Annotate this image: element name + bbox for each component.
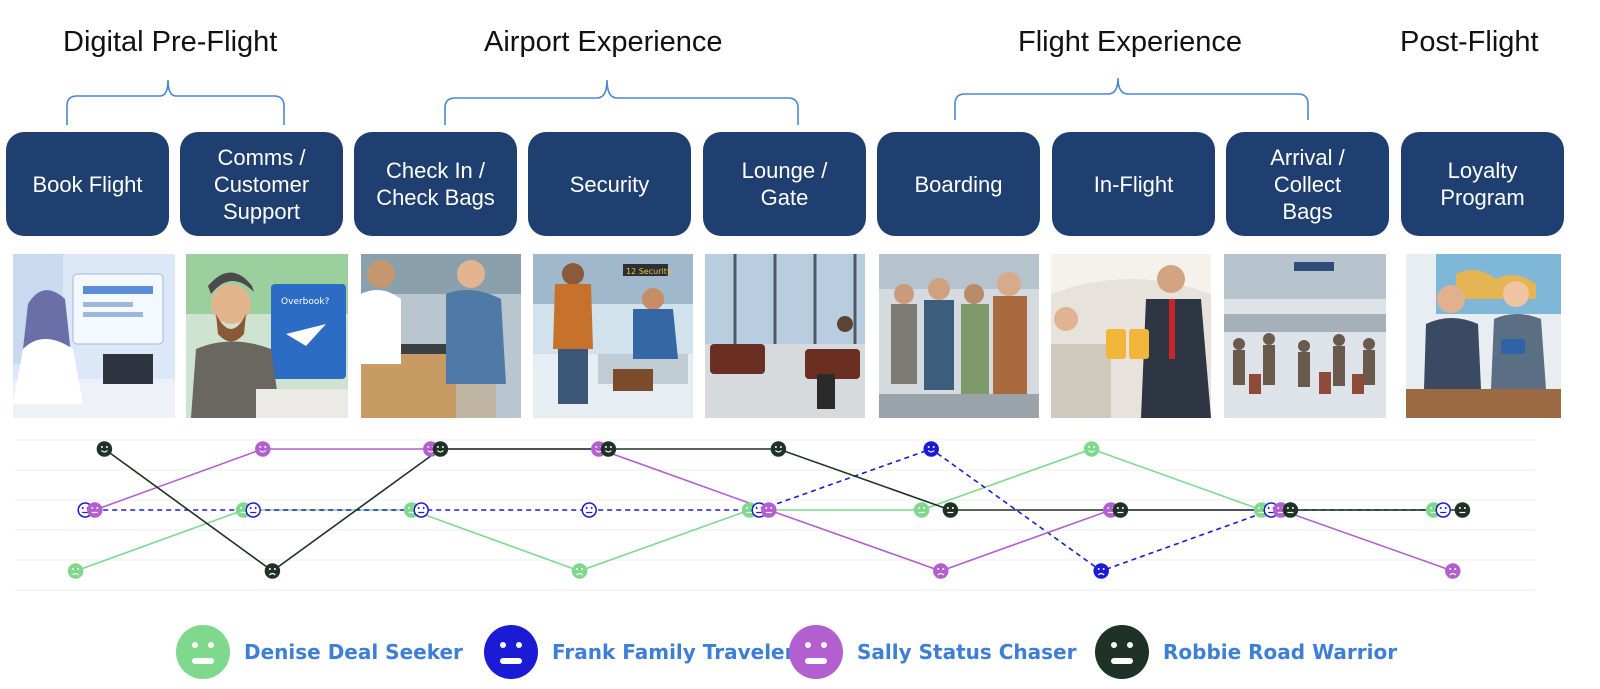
sentiment-marker-neutral-icon: [1454, 502, 1471, 518]
face-icon: [789, 625, 843, 679]
sentiment-marker-neutral-icon: [245, 502, 261, 518]
stage-book-flight: Book Flight: [6, 132, 169, 236]
legend-item-sally: Sally Status Chaser: [789, 625, 1076, 679]
stage-arrival-collect-bags: Arrival / Collect Bags: [1226, 132, 1389, 236]
sentiment-marker-neutral-icon: [1282, 502, 1299, 518]
sentiment-marker-happy-icon: [600, 441, 617, 457]
sentiment-marker-neutral-icon: [87, 502, 103, 518]
phase-title-post-flight: Post-Flight: [1400, 26, 1539, 58]
illustration-book-flight: [13, 254, 175, 418]
sentiment-marker-sad-icon: [933, 563, 949, 579]
legend-label: Frank Family Traveler: [552, 640, 795, 664]
illustration-check-in-check-bags: [361, 254, 521, 418]
legend-label: Sally Status Chaser: [857, 640, 1077, 664]
face-icon: [176, 625, 230, 679]
sentiment-marker-happy-icon: [255, 441, 271, 457]
legend-label: Robbie Road Warrior: [1163, 640, 1398, 664]
illustration-boarding: [879, 254, 1039, 418]
illustration-security: 12 Security: [533, 254, 693, 418]
checkin-sign-text: Overbook?: [281, 297, 330, 307]
sentiment-journey-chart: [15, 439, 1535, 591]
illustration-loyalty-program: [1406, 254, 1561, 418]
phase-title-flight-experience: Flight Experience: [1018, 26, 1243, 58]
bracket-digital-pre-flight: [66, 79, 285, 125]
stage-comms-customer-support: Comms / Customer Support: [180, 132, 343, 236]
stage-in-flight: In-Flight: [1052, 132, 1215, 236]
illustration-arrival-collect-bags: [1224, 254, 1386, 418]
phase-brackets: [66, 77, 1309, 125]
sentiment-marker-sad-icon: [67, 563, 84, 579]
chart-markers: [67, 441, 1471, 579]
chart-grid: [15, 439, 1535, 591]
security-sign-text: 12 Security: [626, 267, 672, 276]
sentiment-marker-sad-icon: [1445, 563, 1461, 579]
illustration-comms-customer-support: Overbook?: [186, 254, 348, 418]
stage-loyalty-program: Loyalty Program: [1401, 132, 1564, 236]
stage-boarding: Boarding: [877, 132, 1040, 236]
sentiment-marker-neutral-icon: [942, 502, 959, 518]
bracket-flight-experience: [954, 77, 1309, 120]
phase-title-airport-experience: Airport Experience: [484, 26, 723, 58]
sentiment-marker-happy-icon: [96, 441, 113, 457]
stage-lounge-gate: Lounge / Gate: [703, 132, 866, 236]
legend-item-frank: Frank Family Traveler: [484, 625, 794, 679]
illustration-in-flight: [1051, 254, 1211, 418]
sentiment-marker-neutral-icon: [1112, 502, 1129, 518]
sentiment-marker-neutral-icon: [761, 502, 777, 518]
bracket-airport-experience: [444, 79, 799, 125]
legend-item-denise: Denise Deal Seeker: [176, 625, 463, 679]
sentiment-marker-happy-icon: [770, 441, 787, 457]
face-icon: [484, 625, 538, 679]
sentiment-marker-happy-icon: [923, 441, 939, 457]
sentiment-marker-neutral-icon: [413, 502, 429, 518]
stage-check-in-check-bags: Check In / Check Bags: [354, 132, 517, 236]
phase-title-digital-pre-flight: Digital Pre-Flight: [63, 26, 278, 58]
sentiment-marker-sad-icon: [571, 563, 588, 579]
face-icon: [1095, 625, 1149, 679]
sentiment-marker-neutral-icon: [581, 502, 597, 518]
legend-item-robbie: Robbie Road Warrior: [1095, 625, 1397, 679]
sentiment-marker-sad-icon: [264, 563, 281, 579]
sentiment-marker-neutral-icon: [913, 502, 930, 518]
sentiment-marker-happy-icon: [1083, 441, 1100, 457]
stage-security: Security: [528, 132, 691, 236]
sentiment-marker-sad-icon: [1093, 563, 1109, 579]
illustration-lounge-gate: [705, 254, 865, 418]
sentiment-marker-neutral-icon: [1435, 502, 1451, 518]
legend-label: Denise Deal Seeker: [244, 640, 463, 664]
sentiment-marker-happy-icon: [432, 441, 449, 457]
